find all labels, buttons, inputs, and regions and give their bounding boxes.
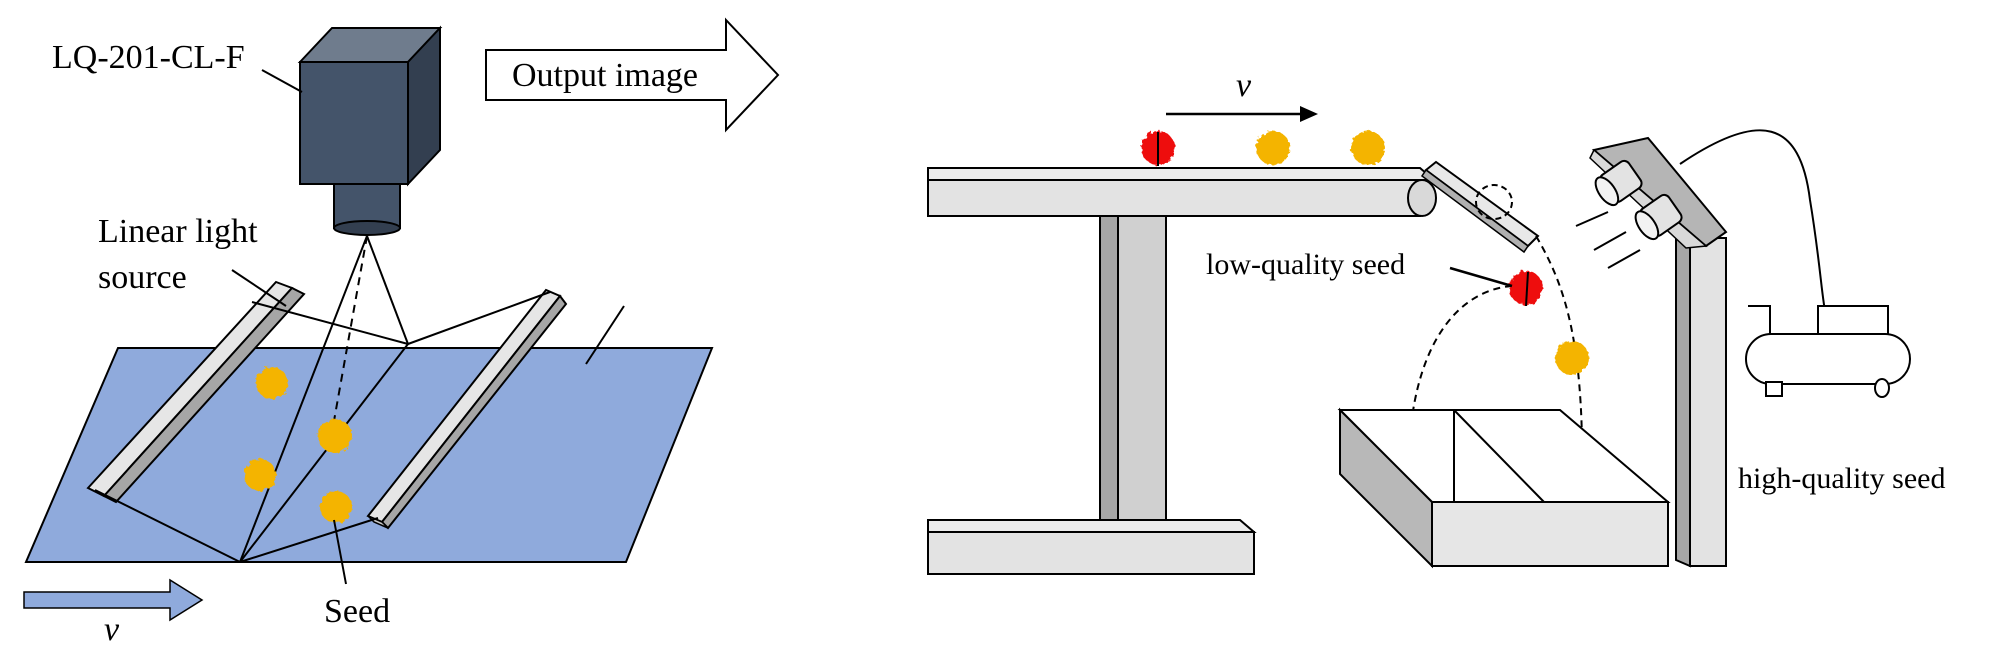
low-quality-label-pointer (1449, 266, 1513, 288)
air-nozzles (1594, 159, 1683, 241)
low-quality-seed-label: low-quality seed (1206, 248, 1405, 281)
camera-label-pointer (261, 69, 303, 93)
air-blast-lines (1575, 211, 1641, 269)
velocity-label-left: v (104, 611, 120, 648)
seed-red (1509, 271, 1543, 305)
seed-yellow (1256, 131, 1290, 165)
seed-yellow (318, 419, 352, 453)
sorting-bin (1337, 407, 1671, 569)
velocity-arrow-right (1166, 106, 1318, 122)
plate-edge-mark (585, 305, 625, 365)
light-source-label-line2: source (98, 259, 187, 296)
seed-yellow (1351, 131, 1385, 165)
seed-yellow (244, 459, 276, 491)
linear-light-bar-left (86, 280, 306, 504)
seeds-left (244, 367, 352, 523)
light-source-label-pointer (231, 269, 287, 307)
high-quality-seed-label: high-quality seed (1738, 462, 1945, 495)
velocity-arrow-left (23, 578, 204, 622)
output-image-arrow (485, 17, 780, 133)
conveyor-base (927, 519, 1257, 575)
conveyor-leg (1099, 215, 1167, 536)
conveyor-belt (927, 167, 1437, 217)
linear-light-bar-right (366, 288, 568, 530)
air-hose (1679, 129, 1827, 317)
line-scan-camera (297, 25, 443, 236)
camera-model-label: LQ-201-CL-F (52, 39, 245, 76)
light-source-label-line1: Linear light (98, 213, 258, 250)
seed-label-pointer (333, 519, 347, 585)
deflector-plate (1420, 160, 1540, 254)
velocity-label-right: v (1236, 67, 1252, 104)
seeds-right (1141, 131, 1589, 375)
air-compressor (1745, 305, 1911, 398)
seed-red-mark (1525, 271, 1529, 307)
seed-trajectories (1409, 235, 1583, 441)
optical-lines (94, 235, 551, 563)
seed-yellow (256, 367, 288, 399)
ejection-zone-marker (1475, 184, 1513, 220)
right-panel: v low-quality seed high-quality seed (927, 67, 1945, 575)
left-panel: LQ-201-CL-F Output image Linear light so… (23, 17, 780, 648)
seed-yellow (320, 491, 352, 523)
seed-label: Seed (324, 593, 390, 630)
output-image-label: Output image (512, 57, 698, 94)
seed-yellow (1555, 341, 1589, 375)
